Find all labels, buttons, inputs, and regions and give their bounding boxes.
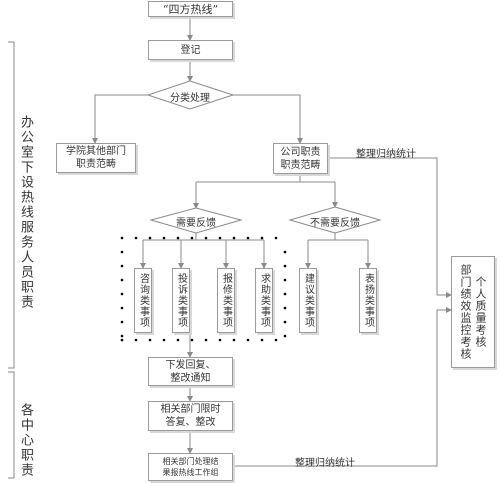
no-feedback-diamond [288,206,382,234]
feedback-group-dots [120,236,287,342]
frame-dot [120,236,124,240]
center-bracket [8,371,15,479]
frame-dot [120,278,124,282]
company-dept-box: 公司职责 职责范畴 [273,143,328,174]
frame-dot [176,236,180,240]
consult-box: 咨询类事项 [134,268,152,333]
dept-reply-line1: 相关部门限时 [160,404,221,415]
frame-dot [283,250,287,254]
frame-dot [274,338,278,342]
no-feedback-text: 不需要反馈 [310,218,360,229]
dept-reply-box: 相关部门限时 答复、整改 [148,401,233,431]
college-dept-line1: 学院其他部门 [66,146,126,157]
frame-dot [120,334,124,338]
issue-reply-line2: 整改通知 [170,372,211,384]
college-dept-box: 学院其他部门 职责范畴 [56,143,136,173]
company-dept-line1: 公司职责 [280,146,321,158]
repair-label: 报修类事项 [220,273,232,328]
office-duty-label: 办公室下设热线服务人员职责 [18,115,33,310]
frame-dot [120,264,124,268]
frame-dot [232,338,236,342]
issue-reply-box: 下发回复、 整改通知 [148,357,233,386]
frame-dot [120,250,124,254]
frame-dot [134,236,138,240]
frame-dot [176,338,180,342]
frame-dot [283,306,287,310]
frame-dot [283,292,287,296]
report-back-line1: 相关部门处理结 [162,457,219,466]
praise-box: 表扬类事项 [359,268,377,333]
frame-dot [218,338,222,342]
help-box: 求助类事项 [255,268,273,333]
frame-dot [120,338,124,342]
frame-dot [260,338,264,342]
frame-dot [148,236,152,240]
suggest-label: 建议类事项 [302,273,314,328]
frame-dot [283,264,287,268]
assessment-col2: 部门绩效监控考核 [459,264,472,360]
frame-dot [283,278,287,282]
frame-dot [190,236,194,240]
frame-dot [134,338,138,342]
assessment-col1: 个人质量考核 [474,276,487,348]
dept-reply-line2: 答复、整改 [165,417,216,428]
frame-dot [283,320,287,324]
suggest-box: 建议类事项 [299,268,317,333]
register-label: 登记 [180,44,201,56]
frame-dot [204,236,208,240]
need-feedback-text: 需要反馈 [176,218,216,229]
report-back-box: 相关部门处理结 果报热线工作组 [148,453,233,481]
frame-dot [148,338,152,342]
frame-dot [120,292,124,296]
frame-dot [120,306,124,310]
hotline-box: “四方热线” [148,1,233,17]
report-back-line2: 果报热线工作组 [162,468,219,477]
summary-top-label: 整理归纳统计 [356,149,416,160]
frame-dot [190,338,194,342]
classify-diamond [146,80,235,110]
summary-bottom-label: 整理归纳统计 [295,458,355,469]
frame-dot [246,338,250,342]
repair-box: 报修类事项 [217,268,235,333]
college-dept-line2: 职责范畴 [76,159,116,170]
office-bracket [8,41,15,369]
complaint-box: 投诉类事项 [172,268,190,333]
need-feedback-label: 需要反馈 [156,214,236,229]
center-duty-label: 各中心职责 [18,403,33,478]
frame-dot [162,236,166,240]
frame-dot [204,338,208,342]
frame-dot [218,236,222,240]
assessment-box: 个人质量考核 部门绩效监控考核 [451,256,495,368]
complaint-label: 投诉类事项 [175,273,187,328]
frame-dot [260,236,264,240]
help-label: 求助类事项 [258,273,270,328]
classify-label: 分类处理 [150,89,230,104]
hotline-label: “四方热线” [162,2,219,16]
frame-dot [120,320,124,324]
register-box: 登记 [148,40,233,60]
no-feedback-label: 不需要反馈 [295,214,375,229]
frame-dot [162,338,166,342]
frame-dot [246,236,250,240]
frame-dot [283,334,287,338]
need-feedback-diamond [149,207,243,234]
praise-label: 表扬类事项 [362,273,374,328]
consult-label: 咨询类事项 [137,273,149,328]
issue-reply-line1: 下发回复、 [165,359,216,371]
frame-dot [232,236,236,240]
frame-dot [274,236,278,240]
company-dept-line2: 职责范畴 [280,159,321,171]
classify-text: 分类处理 [170,93,210,104]
